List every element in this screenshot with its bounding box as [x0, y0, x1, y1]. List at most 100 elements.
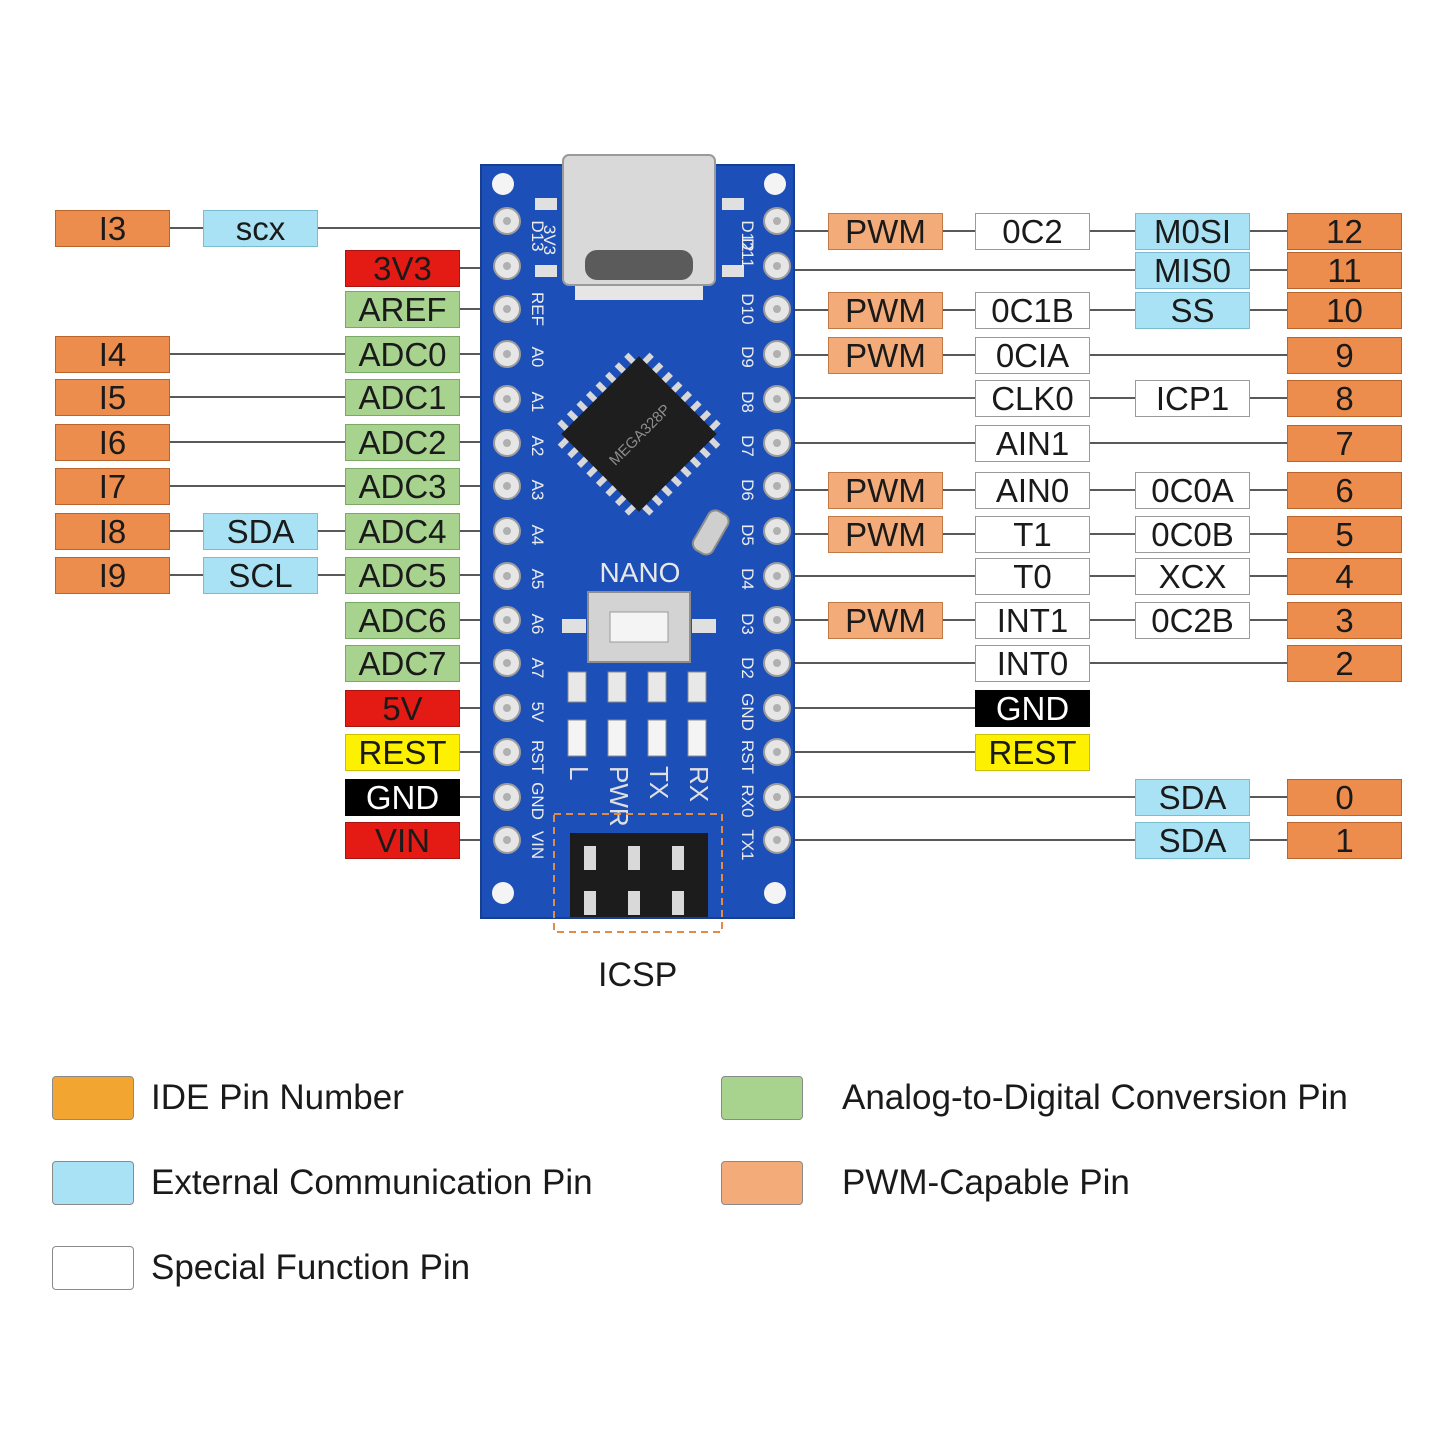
header-pin-hole	[503, 439, 511, 447]
pin-label-spec: 0C0A	[1135, 471, 1250, 509]
icsp-pin	[584, 846, 596, 870]
chip-pin	[566, 409, 579, 422]
icsp-pin	[628, 891, 640, 915]
pin-label-ide: I6	[55, 423, 170, 461]
pin-label-spec: 0CIA	[975, 336, 1090, 374]
silk-label: D7	[738, 435, 757, 457]
silk-label: GND	[528, 782, 547, 820]
pin-label-spec: ICP1	[1135, 379, 1250, 417]
silk-label: RX0	[738, 784, 757, 817]
header-pin-hole	[503, 659, 511, 667]
header-pin-hole	[773, 305, 781, 313]
header-pin-hole	[773, 793, 781, 801]
header-pin-hole	[773, 527, 781, 535]
pin-label-spec: T1	[975, 515, 1090, 553]
silk-label: D10	[738, 293, 757, 324]
silk-label: D9	[738, 346, 757, 368]
legend-item-ide: IDE Pin Number	[52, 1076, 404, 1120]
pin-label-ide: I3	[55, 209, 170, 247]
silk-label: A6	[528, 614, 547, 635]
icsp-pin	[672, 891, 684, 915]
chip-pin	[557, 437, 569, 449]
pin-label-ide: 5	[1287, 515, 1402, 553]
pin-label-rst: REST	[975, 733, 1090, 771]
header-pin-hole	[503, 217, 511, 225]
silk-label: D13	[528, 220, 547, 251]
chip-pin	[652, 362, 664, 374]
pin-label-rst: REST	[345, 733, 460, 771]
chip-pin	[689, 456, 702, 468]
button-pad	[692, 619, 716, 633]
led	[647, 719, 667, 757]
chip-pin	[709, 437, 721, 449]
pin-label-adc: ADC7	[345, 644, 460, 682]
pin-label-pwr: 5V	[345, 689, 460, 727]
icsp-label: ICSP	[598, 956, 678, 994]
pin-label-pwm: PWM	[828, 291, 943, 329]
pin-label-ide: I9	[55, 556, 170, 594]
silk-label: D12	[738, 220, 757, 251]
pin-label-adc: ADC0	[345, 335, 460, 373]
legend-swatch	[52, 1076, 134, 1120]
header-pin-hole	[503, 262, 511, 270]
usb-pad	[535, 265, 557, 277]
crystal	[691, 509, 730, 556]
chip-pin	[699, 447, 711, 459]
pin-label-ide: 6	[1287, 471, 1402, 509]
silk-label: RST	[528, 740, 547, 774]
chip-pin	[680, 390, 693, 403]
chip-pin	[690, 400, 702, 412]
pin-label-spec: AIN0	[975, 471, 1090, 509]
pin-label-spec: T0	[975, 557, 1090, 595]
silk-label: A1	[528, 392, 547, 413]
board-name: NANO	[600, 557, 681, 588]
mount-hole	[492, 882, 514, 904]
header-pin-hole	[503, 748, 511, 756]
header-pin-hole	[773, 748, 781, 756]
pin-label-ide: I4	[55, 335, 170, 373]
pin-label-adc: AREF	[345, 290, 460, 328]
silk-label: A4	[528, 525, 547, 546]
reset-button-cap	[609, 611, 669, 643]
usb-c-opening	[585, 250, 693, 280]
pin-label-spec: XCX	[1135, 557, 1250, 595]
pin-label-spec: INT1	[975, 601, 1090, 639]
chip-pin	[661, 371, 673, 384]
chip-pin	[670, 475, 683, 488]
button-pad	[562, 619, 586, 633]
silk-label: 3V3	[540, 225, 559, 255]
pin-label-ide: 0	[1287, 778, 1402, 816]
pin-label-comm: scx	[203, 209, 318, 247]
legend-swatch	[52, 1246, 134, 1290]
header-pin-hole	[503, 572, 511, 580]
resistor	[607, 671, 627, 703]
pin-label-ide: 9	[1287, 336, 1402, 374]
pin-label-spec: 0C2B	[1135, 601, 1250, 639]
header-pin-hole	[503, 836, 511, 844]
pin-label-ide: 7	[1287, 424, 1402, 462]
pin-label-comm: M0SI	[1135, 212, 1250, 250]
header-pin-hole	[503, 350, 511, 358]
pin-label-ide: I5	[55, 378, 170, 416]
header-pin-hole	[503, 482, 511, 490]
silk-label: 5V	[528, 702, 547, 723]
pin-label-comm: SCL	[203, 556, 318, 594]
silk-label: D4	[738, 568, 757, 590]
icsp-pin	[672, 846, 684, 870]
header-pin-hole	[503, 616, 511, 624]
pin-label-ide: 12	[1287, 212, 1402, 250]
pin-label-ide: 2	[1287, 644, 1402, 682]
header-pin-hole	[773, 217, 781, 225]
silk-label: A3	[528, 480, 547, 501]
pin-label-comm: SS	[1135, 291, 1250, 329]
chip-pin	[576, 456, 589, 468]
chip-pin	[585, 390, 598, 403]
header-pin-hole	[503, 704, 511, 712]
pin-label-ide: 8	[1287, 379, 1402, 417]
pin-label-adc: ADC5	[345, 556, 460, 594]
legend-label: Special Function Pin	[151, 1248, 471, 1287]
header-pin-hole	[503, 395, 511, 403]
resistor	[647, 671, 667, 703]
chip-pin	[614, 494, 627, 507]
